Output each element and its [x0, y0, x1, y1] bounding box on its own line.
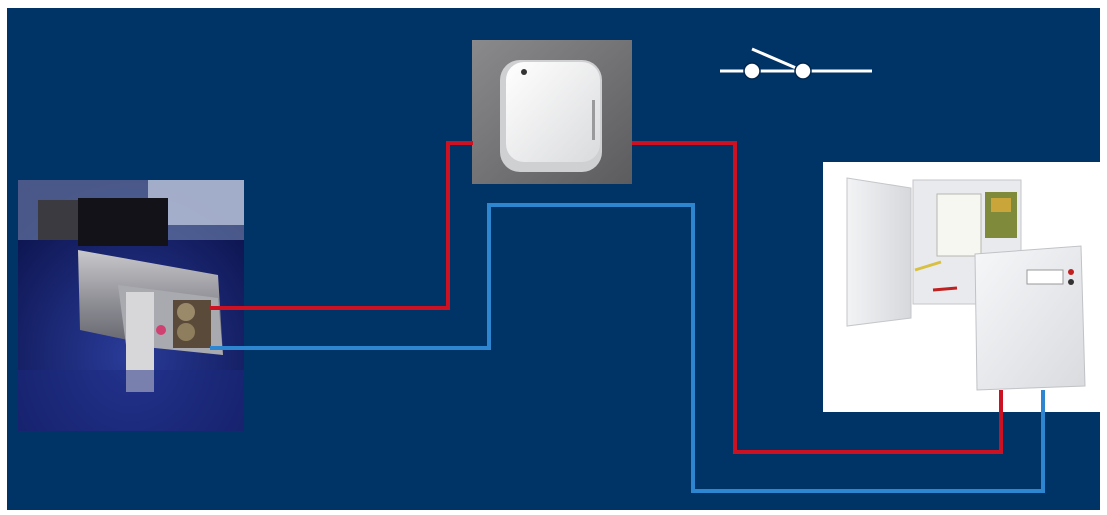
positive-wire-button-to-psu	[632, 143, 1001, 452]
positive-wire-strike-to-button	[210, 143, 473, 308]
negative-wire	[210, 205, 1043, 491]
negative-wire-strike-to-psu	[210, 205, 1043, 491]
switch-symbol	[720, 49, 872, 79]
switch-terminal-left	[744, 63, 760, 79]
switch-terminal-right	[795, 63, 811, 79]
positive-wire	[210, 143, 1001, 452]
